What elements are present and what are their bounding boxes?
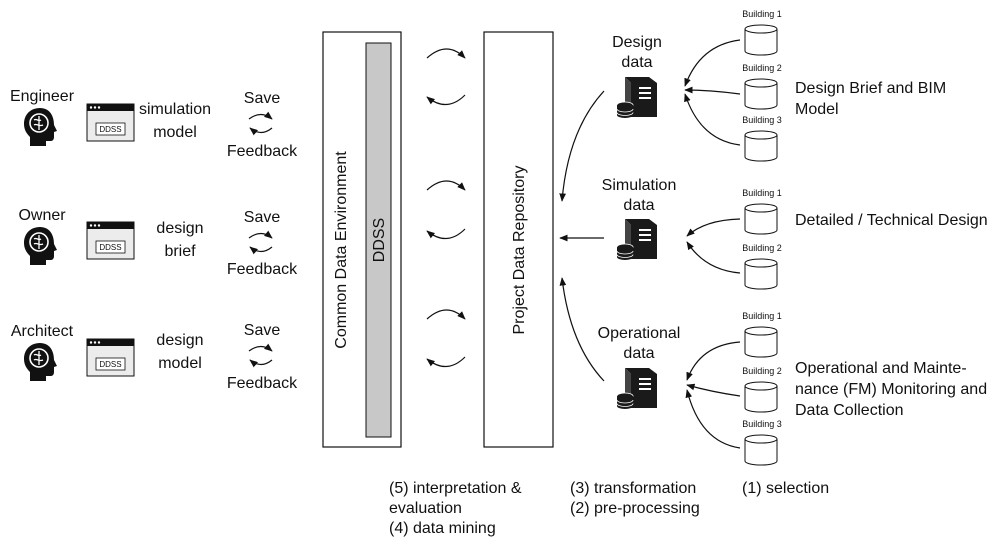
ddss-label: DDSS (371, 218, 388, 262)
database-cylinder: Building 3 (742, 419, 782, 466)
stakeholder-row-engineer: Engineer DDSS simulation model Save Feed… (10, 88, 298, 160)
stakeholder-row-architect: Architect DDSS design model Save Feedbac… (11, 322, 298, 392)
group-title-line2: data (623, 197, 654, 214)
feedback-label: Feedback (227, 261, 298, 278)
building-label: Building 1 (742, 188, 782, 198)
step-line: (4) data mining (389, 520, 496, 537)
building-label: Building 2 (742, 63, 782, 73)
arrow-right (426, 180, 466, 191)
group-description-line: Data Collection (795, 402, 904, 419)
database-cylinder: Building 1 (742, 188, 782, 235)
database-cylinder: Building 2 (742, 366, 782, 413)
model-label-line2: model (158, 355, 202, 372)
building-label: Building 2 (742, 243, 782, 253)
brain-head-icon (24, 343, 57, 381)
database-cylinder: Building 1 (742, 9, 782, 56)
feedback-label: Feedback (227, 375, 298, 392)
group-title-line1: Design (612, 34, 662, 51)
sync-arrows-icon (248, 230, 273, 255)
arrow-to-repository (559, 277, 605, 382)
ddss-window-icon: DDSS (86, 221, 135, 260)
cde-label: Common Data Environment (333, 151, 350, 349)
building-label: Building 2 (742, 366, 782, 376)
step-line: evaluation (389, 500, 462, 517)
ddss-window-icon: DDSS (86, 103, 135, 142)
design-data-group: Design data Building 1 Building 2 Buildi… (559, 9, 946, 202)
selection-arrows (684, 39, 741, 146)
model-label-line2: model (153, 124, 197, 141)
stakeholder-role: Owner (18, 207, 66, 224)
project-data-repository-box: Project Data Repository (483, 31, 554, 448)
common-data-environment-box: Common Data Environment DDSS (322, 31, 402, 448)
selection-arrows (685, 341, 741, 449)
database-cylinder: Building 2 (742, 63, 782, 110)
model-label-line1: design (156, 332, 203, 349)
process-steps: (5) interpretation & evaluation (4) data… (389, 480, 829, 537)
database-cylinder: Building 1 (742, 311, 782, 358)
group-title-line2: data (621, 54, 652, 71)
server-database-icon (616, 77, 657, 118)
save-label: Save (244, 322, 281, 339)
arrow-left (426, 94, 466, 106)
window-label: DDSS (99, 360, 121, 369)
simulation-data-group: Simulation data Building 1 Building 2 De… (559, 177, 988, 290)
selection-arrows (686, 218, 741, 274)
group-title-line1: Operational (598, 325, 681, 342)
arrow-left (426, 228, 466, 240)
building-label: Building 1 (742, 9, 782, 19)
group-description-line: nance (FM) Monitoring and (795, 381, 987, 398)
model-label-line2: brief (164, 243, 196, 260)
arrow-left (426, 356, 466, 368)
step-line: (3) transformation (570, 480, 696, 497)
save-label: Save (244, 90, 281, 107)
repository-label: Project Data Repository (511, 166, 528, 335)
group-description-line: Design Brief and BIM (795, 80, 946, 97)
group-description-line: Model (795, 101, 839, 118)
window-label: DDSS (99, 243, 121, 252)
arrow-right (426, 309, 466, 320)
sync-arrows-icon (248, 343, 273, 368)
group-description-line: Detailed / Technical Design (795, 212, 988, 229)
group-description-line: Operational and Mainte- (795, 360, 967, 377)
database-cylinder: Building 2 (742, 243, 782, 290)
model-label-line1: simulation (139, 101, 211, 118)
step-line: (2) pre-processing (570, 500, 700, 517)
step-line: (1) selection (742, 480, 829, 497)
feedback-label: Feedback (227, 143, 298, 160)
building-label: Building 3 (742, 115, 782, 125)
ddss-window-icon: DDSS (86, 338, 135, 377)
arrow-right (426, 48, 466, 59)
stakeholder-row-owner: Owner DDSS design brief Save Feedback (18, 207, 298, 278)
model-label-line1: design (156, 220, 203, 237)
brain-head-icon (24, 227, 57, 265)
sync-arrows-icon (248, 111, 273, 136)
brain-head-icon (24, 108, 57, 146)
server-database-icon (616, 368, 657, 409)
database-cylinder: Building 3 (742, 115, 782, 162)
stakeholder-role: Engineer (10, 88, 75, 105)
group-title-line1: Simulation (602, 177, 677, 194)
group-title-line2: data (623, 345, 654, 362)
building-label: Building 3 (742, 419, 782, 429)
operational-data-group: Operational data Building 1 Building 2 B… (559, 277, 987, 466)
building-label: Building 1 (742, 311, 782, 321)
arrow-to-repository (559, 90, 605, 202)
stakeholder-role: Architect (11, 323, 74, 340)
server-database-icon (616, 219, 657, 260)
window-label: DDSS (99, 125, 121, 134)
save-label: Save (244, 209, 281, 226)
exchange-arrows (426, 48, 466, 368)
step-line: (5) interpretation & (389, 480, 522, 497)
